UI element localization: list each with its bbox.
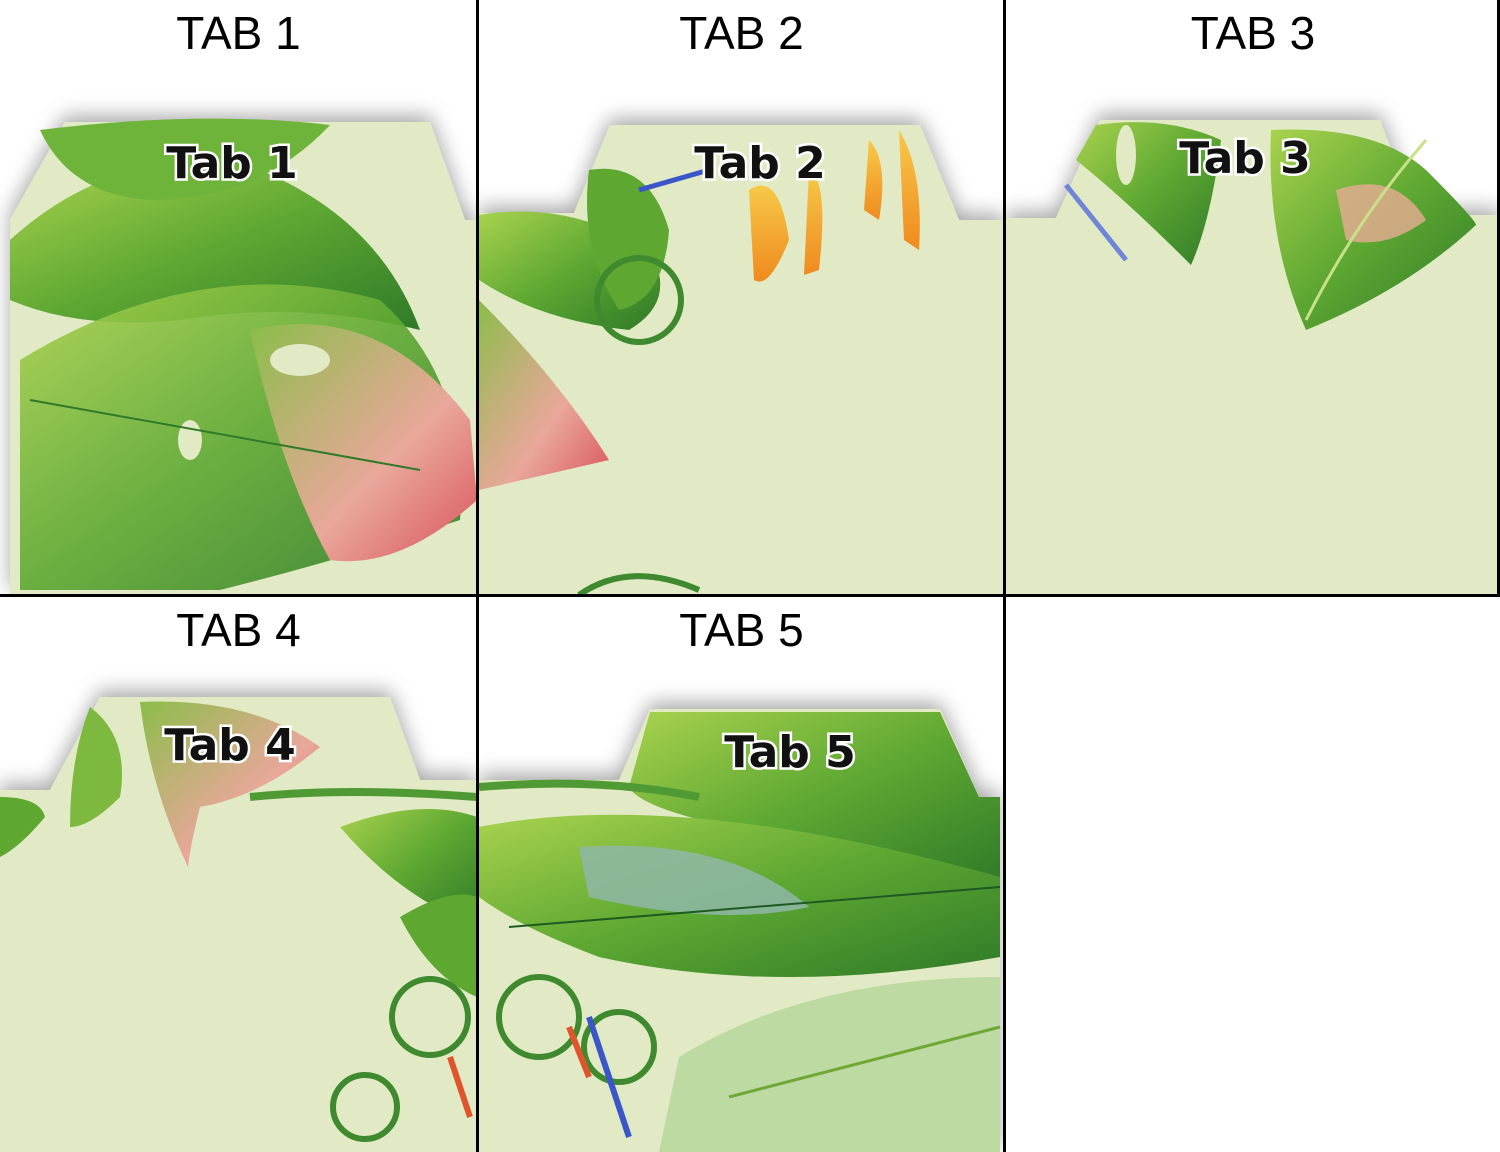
tab-card-cell-3: TAB 3 Tab 3	[1006, 0, 1500, 595]
grid-divider	[0, 594, 1500, 597]
empty-cell	[1006, 597, 1500, 1152]
tab-divider-card: Tab 3	[1006, 120, 1500, 595]
tab-card-cell-5: TAB 5 Tab 5	[479, 597, 1004, 1152]
cell-heading: TAB 3	[1190, 7, 1316, 59]
grid-divider	[1003, 0, 1006, 1152]
tab-label: Tab 5	[724, 727, 855, 778]
cell-heading: TAB 1	[176, 7, 301, 59]
cell-heading: TAB 4	[176, 604, 301, 656]
tab-divider-card: Tab 4	[0, 697, 477, 1152]
tab-card-cell-1: TAB 1 Tab 1	[0, 0, 477, 595]
leaf-illustration	[1064, 122, 1476, 330]
leaf-illustration	[0, 701, 477, 1142]
leaf-illustration	[10, 118, 477, 590]
grid-divider	[476, 0, 479, 1152]
leaf-illustration	[479, 712, 1001, 1152]
leaf-illustration	[479, 130, 920, 595]
tab-label: Tab 1	[166, 138, 297, 189]
cell-heading: TAB 5	[679, 604, 804, 656]
tab-label: Tab 2	[694, 138, 825, 189]
tab-divider-card: Tab 5	[479, 709, 1001, 1152]
tab-card-cell-2: TAB 2 Tab 2	[479, 0, 1004, 595]
tab-card-cell-4: TAB 4 Tab 4	[0, 597, 477, 1152]
tab-divider-card: Tab 2	[479, 125, 1004, 595]
cell-heading: TAB 2	[679, 7, 804, 59]
tab-label: Tab 3	[1179, 133, 1310, 184]
tab-label: Tab 4	[164, 720, 295, 771]
grid-divider	[1497, 0, 1500, 595]
tab-divider-card: Tab 1	[10, 118, 477, 595]
